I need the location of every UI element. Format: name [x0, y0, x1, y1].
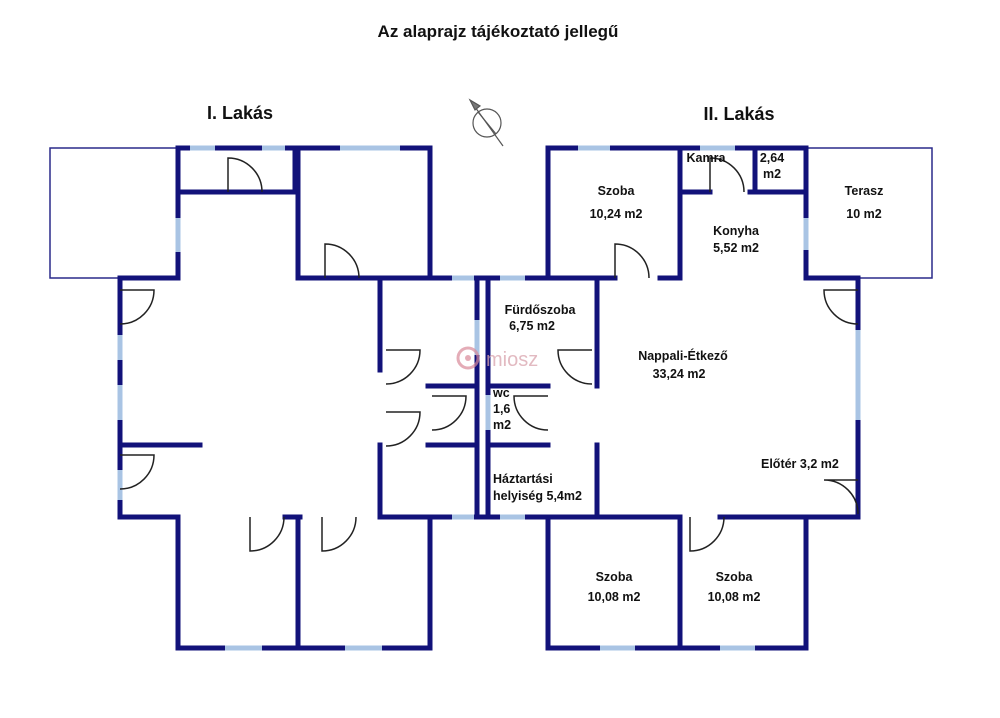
door-swing [689, 516, 725, 552]
room-szoba-bottom-right-area: 10,08 m2 [708, 590, 761, 604]
watermark-text: miosz [486, 349, 538, 371]
door-swing [324, 243, 360, 279]
door-swing [385, 349, 421, 385]
door-swing [119, 454, 155, 490]
door-swing [823, 479, 859, 515]
door-swing [227, 157, 263, 193]
apartment-1-heading: I. Lakás [207, 103, 273, 123]
door-swing [385, 411, 421, 447]
room-kamra-name: Kamra [687, 151, 727, 165]
room-szoba-bottom-left-name: Szoba [596, 570, 634, 584]
room-szoba-top-name: Szoba [598, 184, 636, 198]
room-nappali-area: 33,24 m2 [653, 367, 706, 381]
miosz-logo-icon [456, 346, 480, 370]
room-szoba-bottom-left-area: 10,08 m2 [588, 590, 641, 604]
door-swing [557, 349, 593, 385]
room-kamra-area-value: 2,64 [760, 151, 784, 165]
door-swing [709, 157, 745, 193]
plan-title: Az alaprajz tájékoztató jellegű [378, 22, 619, 41]
room-wc-area-unit: m2 [493, 418, 511, 432]
walls [117, 145, 861, 651]
room-szoba-bottom-right-name: Szoba [716, 570, 754, 584]
door-swing [823, 289, 859, 325]
terrace-left-outline [49, 147, 178, 279]
room-labels: Szoba 10,24 m2 Kamra 2,64 m2 Terasz 10 m… [492, 151, 883, 604]
room-haztartasi-line2: helyiség 5,4m2 [493, 489, 582, 503]
room-eloter-label: Előtér 3,2 m2 [761, 457, 839, 471]
windows [117, 145, 861, 651]
room-konyha-name: Konyha [713, 224, 760, 238]
door-swing [431, 395, 467, 431]
room-furdoszoba-name: Fürdőszoba [505, 303, 577, 317]
compass-icon [468, 98, 504, 147]
door-swing [119, 289, 155, 325]
terrace-right-outline [806, 147, 933, 279]
door-swing [249, 516, 285, 552]
door-swing [321, 516, 357, 552]
room-szoba-top-area: 10,24 m2 [590, 207, 643, 221]
terrace-outlines [49, 147, 933, 279]
room-kamra-area-unit: m2 [763, 167, 781, 181]
room-terasz-name: Terasz [845, 184, 884, 198]
apartment-2-heading: II. Lakás [703, 104, 774, 124]
room-terasz-area: 10 m2 [846, 207, 881, 221]
room-furdoszoba-area: 6,75 m2 [509, 319, 555, 333]
room-konyha-area: 5,52 m2 [713, 241, 759, 255]
room-haztartasi-line1: Háztartási [493, 472, 553, 486]
room-nappali-name: Nappali-Étkező [638, 348, 728, 363]
room-wc-area-value: 1,6 [493, 402, 510, 416]
doors [119, 157, 859, 552]
room-wc-name: wc [492, 386, 510, 400]
door-swing [614, 243, 650, 279]
door-swing [513, 395, 549, 431]
